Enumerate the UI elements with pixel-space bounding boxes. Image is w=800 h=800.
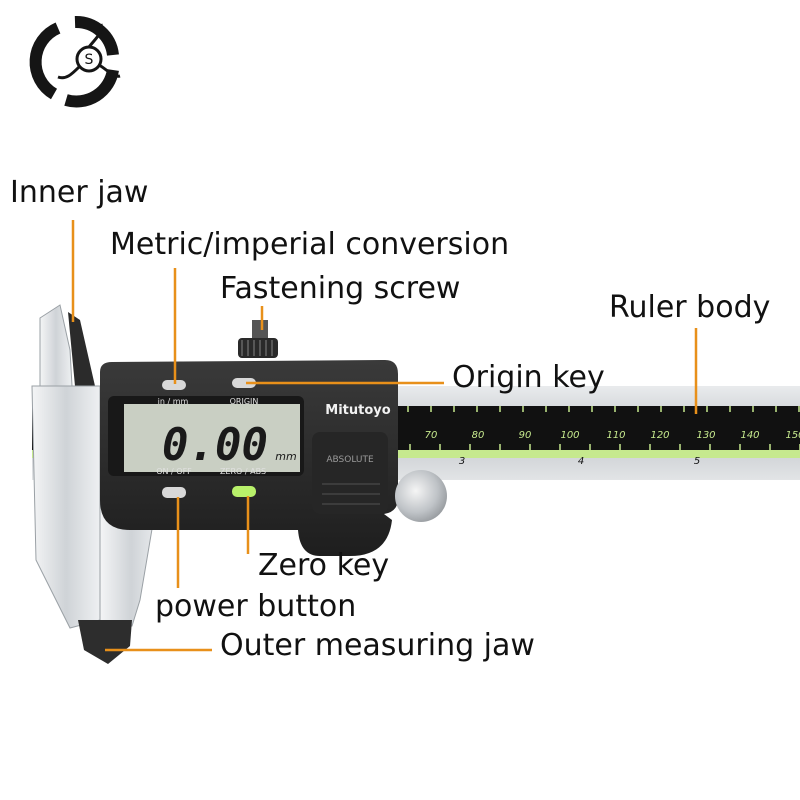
mm-tick-label: 110 [606, 430, 625, 441]
mm-tick-label: 70 [425, 430, 438, 441]
callout-metric-imperial: Metric/imperial conversion [110, 227, 510, 262]
callout-fastening-screw: Fastening screw [220, 271, 461, 306]
power-button[interactable] [162, 487, 186, 498]
label-onoff: ON / OFF [156, 467, 192, 476]
inmm-button[interactable] [162, 380, 186, 390]
lcd-screen [124, 404, 300, 472]
callout-inner-jaw: Inner jaw [10, 175, 149, 210]
mm-tick-label: 140 [740, 430, 759, 441]
mm-tick-label: 80 [472, 430, 485, 441]
mm-tick-label: 90 [519, 430, 532, 441]
brand-name: Mitutoyo [325, 403, 390, 418]
lcd-unit: mm [275, 450, 296, 463]
brand-logo: S [29, 16, 121, 108]
label-origin: ORIGIN [230, 397, 259, 406]
tri-arc-emblem-icon: S [57, 23, 121, 80]
callout-origin-key: Origin key [452, 360, 605, 395]
mm-tick-label: 120 [650, 430, 669, 441]
mm-tick-label: 100 [560, 430, 579, 441]
inch-tick-label: 3 [459, 456, 465, 467]
inch-tick-label: 5 [694, 456, 700, 467]
lcd-reading: 0.00 [162, 420, 268, 471]
leader-lines [71, 220, 698, 652]
callout-zero-key: Zero key [258, 548, 390, 583]
fastening-screw [238, 320, 278, 358]
label-zero: ZERO / ABS [220, 467, 266, 476]
mm-tick-label: 130 [696, 430, 715, 441]
inch-tick-label: 4 [578, 456, 584, 467]
callout-power-button: power button [155, 589, 357, 624]
absolute-stamp: ABSOLUTE [326, 455, 374, 465]
mm-tick-label: 150 [785, 430, 800, 441]
thumb-wheel [395, 470, 447, 522]
callout-ruler-body: Ruler body [609, 290, 771, 325]
label-inmm: in / mm [158, 397, 189, 406]
zero-button[interactable] [232, 486, 256, 497]
origin-button[interactable] [232, 378, 256, 388]
callout-outer-jaw: Outer measuring jaw [220, 628, 535, 663]
svg-text:S: S [85, 52, 94, 68]
display-unit: 0.00 mm Mitutoyo in / mm ORIGIN ON / OFF… [100, 360, 398, 556]
